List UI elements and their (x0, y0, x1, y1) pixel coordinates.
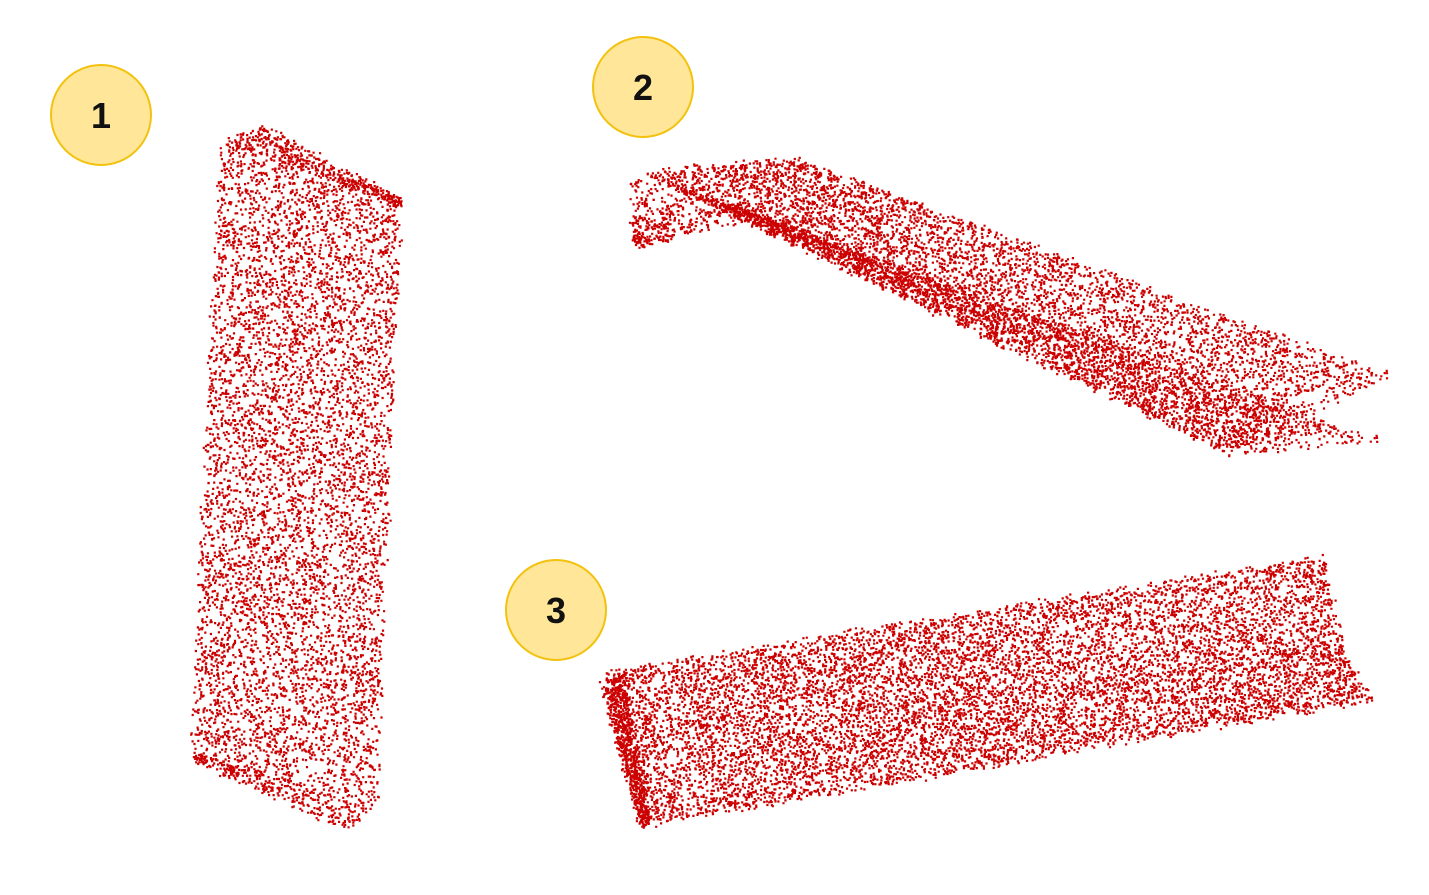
point-cloud-view-1 (190, 125, 403, 829)
point-cloud-view-3 (598, 553, 1374, 829)
badge-circle-1 (50, 64, 152, 166)
point-cloud-view-3-points (598, 553, 1374, 829)
badge-circle-2 (592, 36, 694, 138)
badge-label-1: 1 (91, 95, 111, 136)
point-clouds-layer (190, 125, 1389, 829)
badge-circle-3 (505, 559, 607, 661)
point-cloud-view-1-points (190, 125, 403, 829)
point-cloud-view-2 (628, 156, 1389, 458)
view-badge-2: 2 (592, 36, 694, 138)
badge-label-2: 2 (633, 67, 653, 108)
view-badge-1: 1 (50, 64, 152, 166)
badge-label-3: 3 (546, 590, 566, 631)
point-cloud-view-2-points (628, 156, 1389, 458)
view-badge-3: 3 (505, 559, 607, 661)
